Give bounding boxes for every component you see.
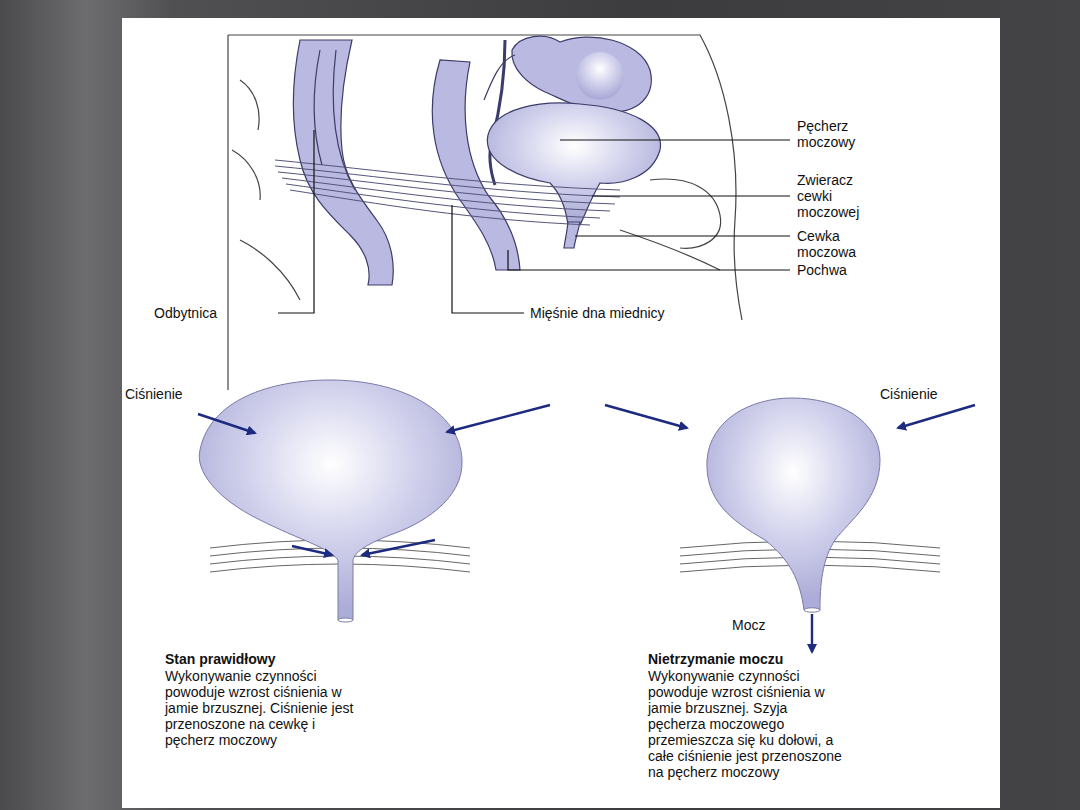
- anatomy-frame-part: [228, 35, 742, 320]
- uterus-part: [484, 55, 515, 100]
- bladder-normal-part: [338, 618, 353, 622]
- leader-lines-part: [508, 250, 790, 270]
- pelvic-floor-muscles-part: [275, 160, 620, 190]
- pressure-label: Ciśnienie: [880, 386, 970, 402]
- pressure-arrows-left-part: [447, 405, 550, 432]
- caption-body: Wykonywanie czynności powoduje wzrost ci…: [165, 668, 357, 748]
- bladder-part: [487, 103, 660, 225]
- pelvic-floor-muscles-part: [282, 178, 610, 211]
- leader-lines-part: [278, 130, 314, 313]
- anatomy-frame-part: [650, 179, 721, 248]
- pressure-arrows-left-part: [198, 414, 255, 433]
- pressure-arrows-right: [605, 405, 975, 652]
- anatomy-frame-part: [232, 80, 300, 300]
- part-label: Mięśnie dna miednicy: [530, 305, 790, 321]
- bladder-incontinence-part: [707, 398, 880, 610]
- pressure-arrows-left-part: [292, 546, 332, 555]
- part-label: Cewka moczowa: [797, 228, 882, 260]
- rectum-part: [314, 50, 355, 190]
- bladder: [487, 103, 660, 225]
- part-label: Pochwa: [797, 262, 887, 278]
- urine-label: Mocz: [732, 617, 792, 633]
- bladder-incontinence-part: [804, 608, 820, 612]
- urethra: [564, 222, 580, 248]
- part-label: Odbytnica: [154, 305, 274, 321]
- rectum-part: [293, 40, 393, 285]
- anatomy-frame: [228, 35, 742, 390]
- pelvic-floor-muscles-part: [278, 172, 615, 204]
- leader-lines: [278, 130, 790, 313]
- corner: [0, 0, 10, 10]
- bladder-normal-part: [199, 380, 462, 620]
- caption-heading: Stan prawidłowy: [165, 651, 385, 667]
- uterus-part: [576, 52, 624, 100]
- pelvic-floor-muscles-part: [290, 190, 590, 225]
- anatomy-frame-part: [227, 35, 228, 390]
- pressure-arrows-right-part: [605, 405, 687, 428]
- caption-body: Wykonywanie czynności powoduje wzrost ci…: [648, 668, 848, 780]
- pelvic-floor-muscles-part: [275, 166, 620, 197]
- pressure-arrows-right-part: [811, 614, 813, 652]
- leader-lines-part: [592, 195, 790, 196]
- pressure-arrows-left: [198, 405, 550, 555]
- part-label: Pęcherz moczowy: [797, 118, 882, 150]
- bladder-incontinence: [707, 398, 880, 612]
- pressure-arrows-right-part: [898, 405, 975, 428]
- rectum: [293, 40, 393, 285]
- pressure-arrows-left-part: [362, 540, 435, 555]
- leader-lines-part: [575, 235, 790, 236]
- bladder-normal: [199, 380, 462, 622]
- pressure-label: Ciśnienie: [125, 386, 215, 402]
- pelvic-floor-muscles: [275, 160, 620, 225]
- leader-lines-part: [560, 139, 790, 140]
- panel: [122, 18, 1000, 808]
- leader-lines-part: [452, 205, 524, 313]
- part-label: Zwieracz cewki moczowej: [797, 172, 875, 220]
- urethra-part: [564, 222, 580, 248]
- uterus: [484, 36, 651, 112]
- caption-heading: Nietrzymanie moczu: [648, 651, 888, 667]
- uterus-part: [512, 36, 652, 112]
